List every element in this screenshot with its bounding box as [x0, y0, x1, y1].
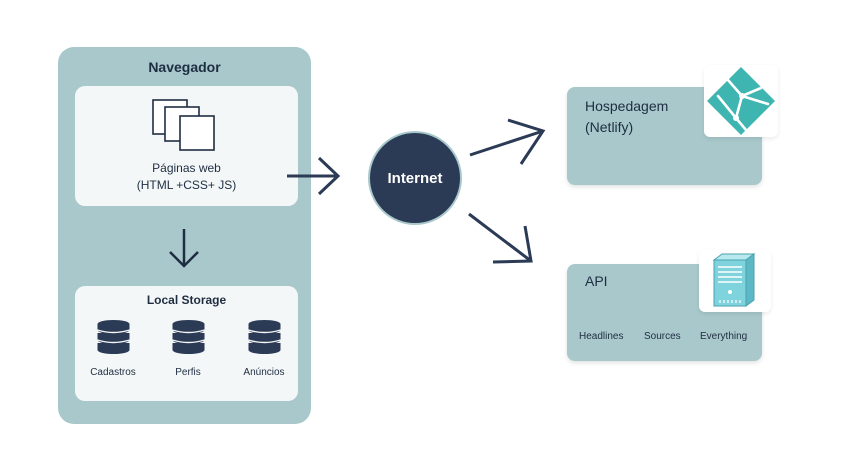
storage-item-perfis: Perfis [175, 367, 201, 378]
database-icon [97, 320, 130, 354]
storage-item-cadastros: Cadastros [90, 367, 136, 378]
api-title: API [585, 273, 608, 289]
pages-stack-icon [152, 99, 215, 151]
internet-label: Internet [387, 169, 443, 187]
hosting-label-line1: Hospedagem [585, 98, 669, 114]
database-icon [172, 320, 205, 354]
arrow-right-icon [287, 156, 341, 196]
arrow-down-right-icon [468, 212, 533, 264]
hosting-label: Hospedagem (Netlify) [585, 96, 668, 138]
pages-label-line2: (HTML +CSS+ JS) [136, 178, 237, 192]
netlify-logo-icon [707, 67, 775, 135]
server-icon [712, 253, 756, 307]
hosting-label-line2: (Netlify) [585, 119, 634, 135]
storage-item-anuncios: Anúncios [243, 367, 285, 378]
api-item-everything: Everything [700, 331, 748, 342]
api-item-sources: Sources [644, 331, 681, 342]
database-icon [248, 320, 281, 354]
arrow-down-icon [169, 229, 199, 268]
arrow-up-right-icon [469, 118, 546, 165]
local-storage-title: Local Storage [146, 293, 227, 307]
pages-label-line1: Páginas web [152, 161, 221, 175]
api-item-headlines: Headlines [579, 331, 624, 342]
browser-title: Navegador [148, 59, 221, 75]
pages-label: Páginas web (HTML +CSS+ JS) [75, 160, 298, 194]
internet-node: Internet [368, 131, 462, 225]
